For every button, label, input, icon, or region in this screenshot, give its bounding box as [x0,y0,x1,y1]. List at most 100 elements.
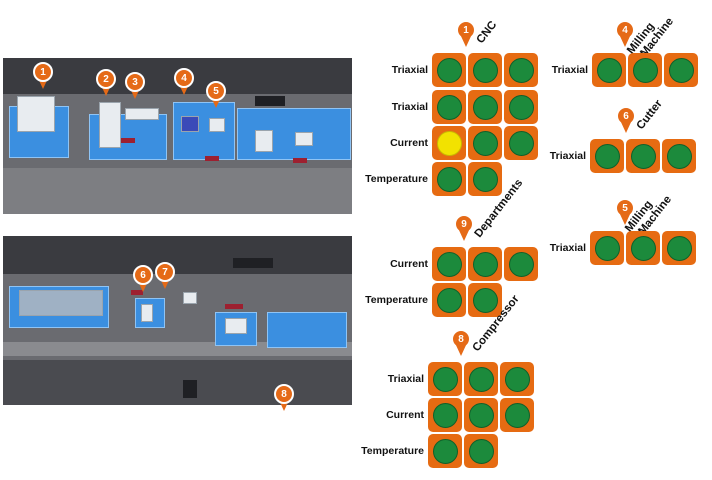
sensor-row: Temperature [361,434,500,468]
sensor-row: Temperature [365,162,504,196]
sensor-cell[interactable] [468,283,502,317]
row-label: Temperature [365,173,428,185]
status-ok-indicator [472,287,498,313]
sensor-cell[interactable] [464,398,498,432]
sensor-cell[interactable] [468,126,502,160]
status-ok-indicator [504,366,530,392]
status-ok-indicator [432,366,458,392]
sensor-row: Current [390,126,540,160]
cutter-machine [141,304,153,322]
floor-mat [205,156,219,161]
sensor-cell[interactable] [428,398,462,432]
row-label: Triaxial [391,101,428,113]
row-label: Triaxial [551,64,588,76]
status-ok-indicator [472,251,498,277]
sensor-row: Current [390,247,540,281]
status-ok-indicator [508,251,534,277]
row-label: Temperature [365,294,428,306]
sensor-row: Triaxial [550,139,698,173]
location-marker-6[interactable]: 6 [133,265,153,293]
status-ok-indicator [472,57,498,83]
sensor-cell[interactable] [662,231,696,265]
machine-3 [125,108,159,120]
location-marker-7[interactable]: 7 [155,262,175,290]
status-warning-indicator [436,130,462,156]
sensor-cell[interactable] [432,283,466,317]
floor-mat [293,158,307,163]
sensor-cell[interactable] [432,53,466,87]
status-ok-indicator [508,130,534,156]
status-ok-indicator [432,402,458,428]
sensor-cell[interactable] [428,434,462,468]
status-ok-indicator [436,57,462,83]
machine-5 [209,118,225,132]
group-marker-icon: 1 [456,20,476,48]
row-label: Current [386,409,424,421]
row-label: Triaxial [549,150,586,162]
door [183,380,197,398]
sensor-cell[interactable] [428,362,462,396]
sensor-row: Current [386,398,536,432]
sensor-cell[interactable] [504,247,538,281]
sensor-cell[interactable] [468,162,502,196]
group-marker-icon: 5 [615,198,635,226]
sensor-cell[interactable] [504,53,538,87]
location-marker-5[interactable]: 5 [206,81,226,109]
location-marker-1[interactable]: 1 [33,62,53,90]
sensor-cell[interactable] [662,139,696,173]
group-marker-icon: 9 [454,214,474,242]
sensor-row: Temperature [365,283,504,317]
corridor [3,168,352,214]
zone-crane[interactable] [267,312,347,348]
status-ok-indicator [668,57,694,83]
sensor-cell[interactable] [626,231,660,265]
sensor-cell[interactable] [590,231,624,265]
sensor-cell[interactable] [432,162,466,196]
group-marker-icon: 4 [615,20,635,48]
wall-panel [255,96,285,106]
sensor-cell[interactable] [500,398,534,432]
status-ok-indicator [468,402,494,428]
sensor-cell[interactable] [504,90,538,124]
sensor-cell[interactable] [626,139,660,173]
corridor [3,360,352,405]
status-ok-indicator [436,287,462,313]
location-marker-2[interactable]: 2 [96,69,116,97]
sensor-cell[interactable] [628,53,662,87]
wall-panel [233,258,273,268]
sensor-cell[interactable] [432,247,466,281]
storage-racks [19,290,103,316]
status-ok-indicator [432,438,458,464]
status-ok-indicator [436,166,462,192]
location-marker-4[interactable]: 4 [174,68,194,96]
sensor-cell[interactable] [468,53,502,87]
status-ok-indicator [630,143,656,169]
sensor-cell[interactable] [590,139,624,173]
sensor-cell[interactable] [664,53,698,87]
status-ok-indicator [630,235,656,261]
sensor-row: Triaxial [550,231,698,265]
machine-4 [181,116,199,132]
sensor-cell[interactable] [468,90,502,124]
status-ok-indicator [472,166,498,192]
floor-mat [225,304,243,309]
sensor-cell[interactable] [504,126,538,160]
location-marker-8[interactable]: 8 [274,384,294,412]
machine-2 [99,102,121,148]
sensor-cell[interactable] [592,53,626,87]
sensor-row: Triaxial [552,53,700,87]
location-marker-3[interactable]: 3 [125,72,145,100]
sensor-cell[interactable] [468,247,502,281]
sensor-cell[interactable] [464,362,498,396]
sensor-cell[interactable] [432,90,466,124]
row-label: Triaxial [549,242,586,254]
status-ok-indicator [632,57,658,83]
press-machine [225,318,247,334]
group-marker-icon: 8 [451,329,471,357]
sensor-cell[interactable] [500,362,534,396]
group-marker-icon: 6 [616,106,636,134]
sensor-cell[interactable] [464,434,498,468]
sensor-cell[interactable] [432,126,466,160]
floor-plan-lower [3,236,352,405]
group-title: CNC [474,18,500,46]
